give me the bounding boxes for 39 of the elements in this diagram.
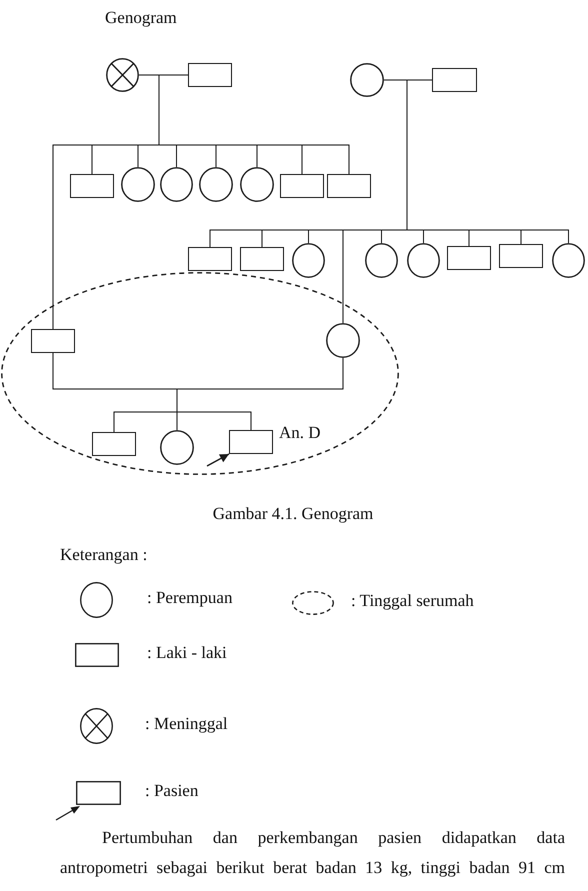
legend-heading: Keterangan : — [60, 545, 148, 565]
female-symbol — [240, 167, 274, 202]
male-symbol — [447, 246, 491, 270]
body-paragraph: Pertumbuhan dan perkembangan pasien didapatkan data antropometri sebagai berikut berat badan 13 kg, tinggi badan 91 cm — [60, 827, 565, 879]
legend-label: : Laki - laki — [147, 643, 227, 663]
male-symbol — [188, 63, 232, 87]
male-symbol — [432, 68, 477, 92]
female-symbol — [160, 430, 194, 465]
patient-name: An. D — [279, 423, 321, 443]
descent-line — [52, 353, 252, 430]
male-symbol — [31, 329, 75, 353]
legend-label: : Perempuan — [147, 588, 232, 608]
deceased-female-symbol — [106, 58, 139, 92]
pointer-arrow — [206, 453, 230, 467]
male-symbol — [70, 174, 114, 198]
descent-line — [384, 79, 570, 243]
female-symbol — [199, 167, 233, 202]
female-symbol — [121, 167, 155, 202]
male-symbol — [499, 244, 543, 268]
male-symbol — [229, 430, 273, 454]
female-symbol — [365, 243, 398, 278]
female-symbol — [407, 243, 440, 278]
legend-label: : Meninggal — [145, 714, 228, 734]
female-symbol — [160, 167, 193, 202]
female-symbol — [350, 63, 384, 97]
male-symbol — [188, 247, 232, 271]
figure-caption: Gambar 4.1. Genogram — [212, 504, 374, 524]
male-symbol — [240, 247, 284, 271]
male-symbol — [92, 432, 136, 456]
diagram-title: Genogram — [105, 8, 177, 28]
legend-label: : Pasien — [145, 781, 198, 801]
female-symbol — [292, 243, 325, 278]
male-symbol — [327, 174, 371, 198]
household-ellipse — [1, 272, 399, 475]
female-symbol — [326, 323, 360, 358]
male-symbol — [280, 174, 324, 198]
female-symbol — [552, 243, 585, 278]
descent-line — [139, 74, 350, 174]
legend-label: : Tinggal serumah — [351, 591, 474, 611]
